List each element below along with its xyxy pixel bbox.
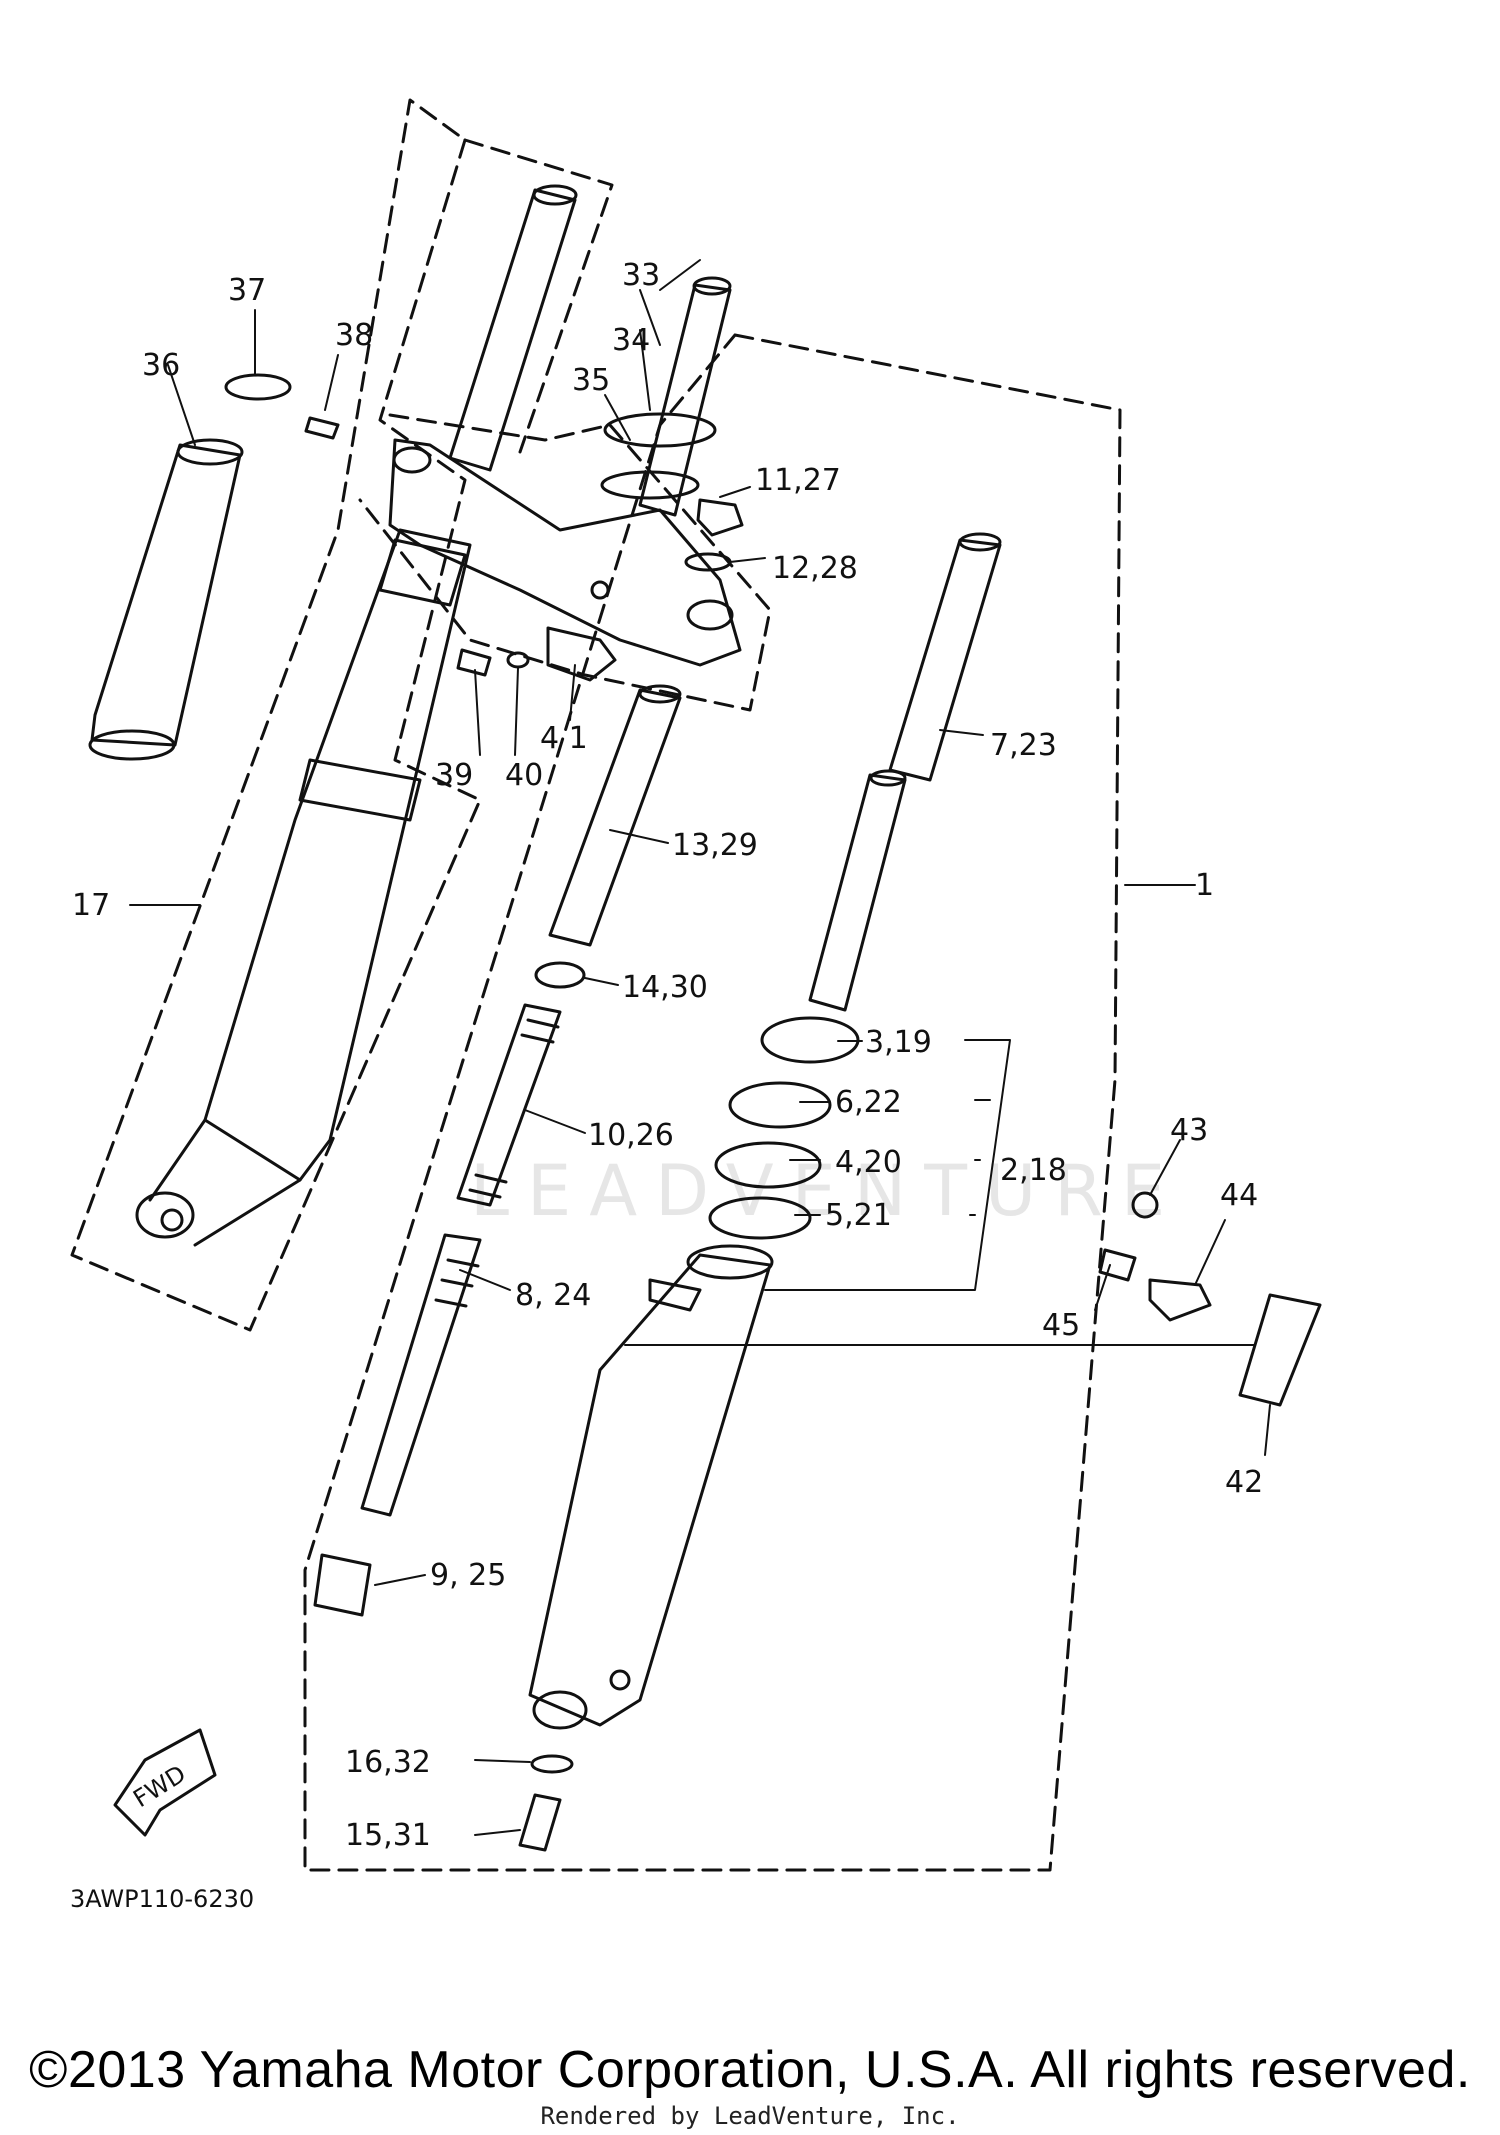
assembly-boundary-crown bbox=[358, 413, 772, 712]
callout-12-28: 12,28 bbox=[772, 551, 858, 586]
fwd-arrow-icon bbox=[113, 1728, 217, 1837]
front-fork-parts-diagram: 1 2,18 3,19 4,20 5,21 6,22 7,23 8, 24 9,… bbox=[70, 98, 1322, 1913]
inner-tube-right bbox=[808, 532, 1002, 1012]
callout-37: 37 bbox=[228, 273, 266, 308]
callout-3-19: 3,19 bbox=[865, 1025, 932, 1060]
callout-17: 17 bbox=[72, 888, 110, 923]
callout-10-26: 10,26 bbox=[588, 1118, 674, 1153]
callout-5-21: 5,21 bbox=[825, 1198, 892, 1233]
drawing-code: 3AWP110-6230 bbox=[70, 1885, 254, 1913]
callout-11-27: 11,27 bbox=[755, 463, 841, 498]
damper-rod bbox=[360, 1233, 482, 1517]
bolt-45 bbox=[1098, 1248, 1137, 1282]
inner-tube-17 bbox=[448, 184, 578, 472]
callout-16-32: 16,32 bbox=[345, 1745, 431, 1780]
callouts: 1 2,18 3,19 4,20 5,21 6,22 7,23 8, 24 9,… bbox=[70, 258, 1263, 1913]
fork-spring bbox=[456, 1003, 562, 1207]
assembly-boundary-1 bbox=[303, 333, 1122, 1872]
copyright-notice: ©2013 Yamaha Motor Corporation, U.S.A. A… bbox=[29, 2041, 1471, 2099]
callout-40: 40 bbox=[505, 758, 543, 793]
callout-2-18: 2,18 bbox=[1000, 1153, 1067, 1188]
callout-14-30: 14,30 bbox=[622, 970, 708, 1005]
collar bbox=[534, 961, 586, 989]
callout-9-25: 9, 25 bbox=[430, 1558, 506, 1593]
fwd-label: FWD bbox=[128, 1760, 190, 1813]
callout-33: 33 bbox=[622, 258, 660, 293]
under-bracket bbox=[388, 438, 742, 667]
callout-38: 38 bbox=[335, 318, 373, 353]
callout-15-31: 15,31 bbox=[345, 1818, 431, 1853]
spacer-pipe bbox=[548, 684, 682, 947]
callout-42: 42 bbox=[1225, 1465, 1263, 1500]
callout-4-20: 4,20 bbox=[835, 1145, 902, 1180]
steering-stem bbox=[600, 276, 732, 517]
fork-boot bbox=[88, 438, 244, 761]
taper-spindle bbox=[313, 1553, 372, 1617]
outer-tube-17 bbox=[135, 528, 472, 1247]
callout-1: 1 bbox=[1195, 868, 1214, 903]
watermark: LEADVENTURE bbox=[470, 1150, 1184, 1232]
band-screw bbox=[304, 416, 340, 440]
gasket bbox=[530, 1754, 574, 1774]
callout-34: 34 bbox=[612, 323, 650, 358]
bolt-39 bbox=[456, 648, 492, 677]
washer-40 bbox=[506, 651, 530, 669]
bracket-44 bbox=[1148, 1278, 1212, 1322]
rendered-by-credit: Rendered by LeadVenture, Inc. bbox=[540, 2102, 960, 2130]
washer-seal bbox=[708, 1196, 812, 1240]
callout-36: 36 bbox=[142, 348, 180, 383]
drain-bolt bbox=[518, 1793, 562, 1852]
callout-39: 39 bbox=[435, 758, 473, 793]
boot-band bbox=[224, 373, 292, 401]
callout-35: 35 bbox=[572, 363, 610, 398]
outer-tube-right bbox=[528, 1244, 774, 1730]
oil-seal bbox=[714, 1141, 822, 1189]
cap-bolt bbox=[696, 498, 744, 537]
clamp-41 bbox=[546, 626, 617, 682]
reflector-42 bbox=[1238, 1293, 1322, 1407]
callout-44: 44 bbox=[1220, 1178, 1258, 1213]
footer: ©2013 Yamaha Motor Corporation, U.S.A. A… bbox=[0, 2040, 1500, 2130]
callout-13-29: 13,29 bbox=[672, 828, 758, 863]
callout-7-23: 7,23 bbox=[990, 728, 1057, 763]
dust-seal bbox=[728, 1081, 832, 1129]
callout-8-24: 8, 24 bbox=[515, 1278, 591, 1313]
nut-43 bbox=[1131, 1191, 1159, 1219]
callout-43: 43 bbox=[1170, 1113, 1208, 1148]
callout-6-22: 6,22 bbox=[835, 1085, 902, 1120]
leader-lines bbox=[129, 259, 1271, 1836]
callout-41: 4 1 bbox=[540, 721, 588, 756]
callout-45: 45 bbox=[1042, 1308, 1080, 1343]
assembly-boundary-17 bbox=[70, 98, 614, 1332]
